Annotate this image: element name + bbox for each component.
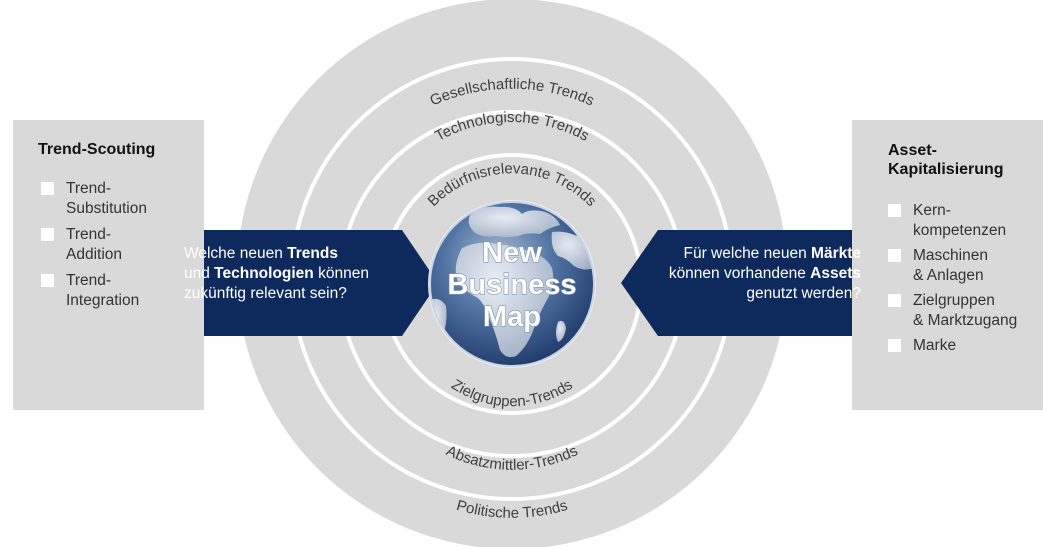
list-item: Trend- Integration xyxy=(41,271,201,310)
list-item: Zielgruppen & Marktzugang xyxy=(888,291,1040,330)
globe-title-line2: Business xyxy=(448,269,577,301)
left-question: Welche neuen Trends und Technologien kön… xyxy=(184,245,369,302)
list-item: Trend- Addition xyxy=(41,225,201,264)
list-item: Maschinen & Anlagen xyxy=(888,246,1040,285)
bullet-square-icon xyxy=(888,294,901,307)
list-item: Kern- kompetenzen xyxy=(888,201,1040,240)
list-item: Trend- Substitution xyxy=(41,179,201,218)
asset-kapitalisierung-panel: Asset- Kapitalisierung Kern- kompetenzen… xyxy=(852,120,1043,410)
trend-scouting-list: Trend- Substitution Trend- Addition Tren… xyxy=(41,179,201,317)
bullet-square-icon xyxy=(41,182,54,195)
bullet-square-icon xyxy=(41,228,54,241)
globe-title-line1: New xyxy=(482,237,542,269)
right-question: Für welche neuen Märkte können vorhanden… xyxy=(668,245,861,302)
globe-icon: New Business Map xyxy=(428,200,596,368)
trend-scouting-title: Trend-Scouting xyxy=(38,141,156,158)
bullet-square-icon xyxy=(888,339,901,352)
bullet-square-icon xyxy=(888,204,901,217)
bullet-square-icon xyxy=(41,274,54,287)
left-arrow xyxy=(168,230,438,336)
globe-title-line3: Map xyxy=(483,301,541,333)
list-item: Marke xyxy=(888,336,1040,356)
bullet-square-icon xyxy=(888,249,901,262)
trend-scouting-panel: Trend-Scouting Trend- Substitution Trend… xyxy=(13,120,204,410)
asset-kapitalisierung-title: Asset- Kapitalisierung xyxy=(888,142,1004,178)
right-arrow xyxy=(621,230,875,336)
asset-list: Kern- kompetenzen Maschinen & Anlagen Zi… xyxy=(888,201,1040,362)
